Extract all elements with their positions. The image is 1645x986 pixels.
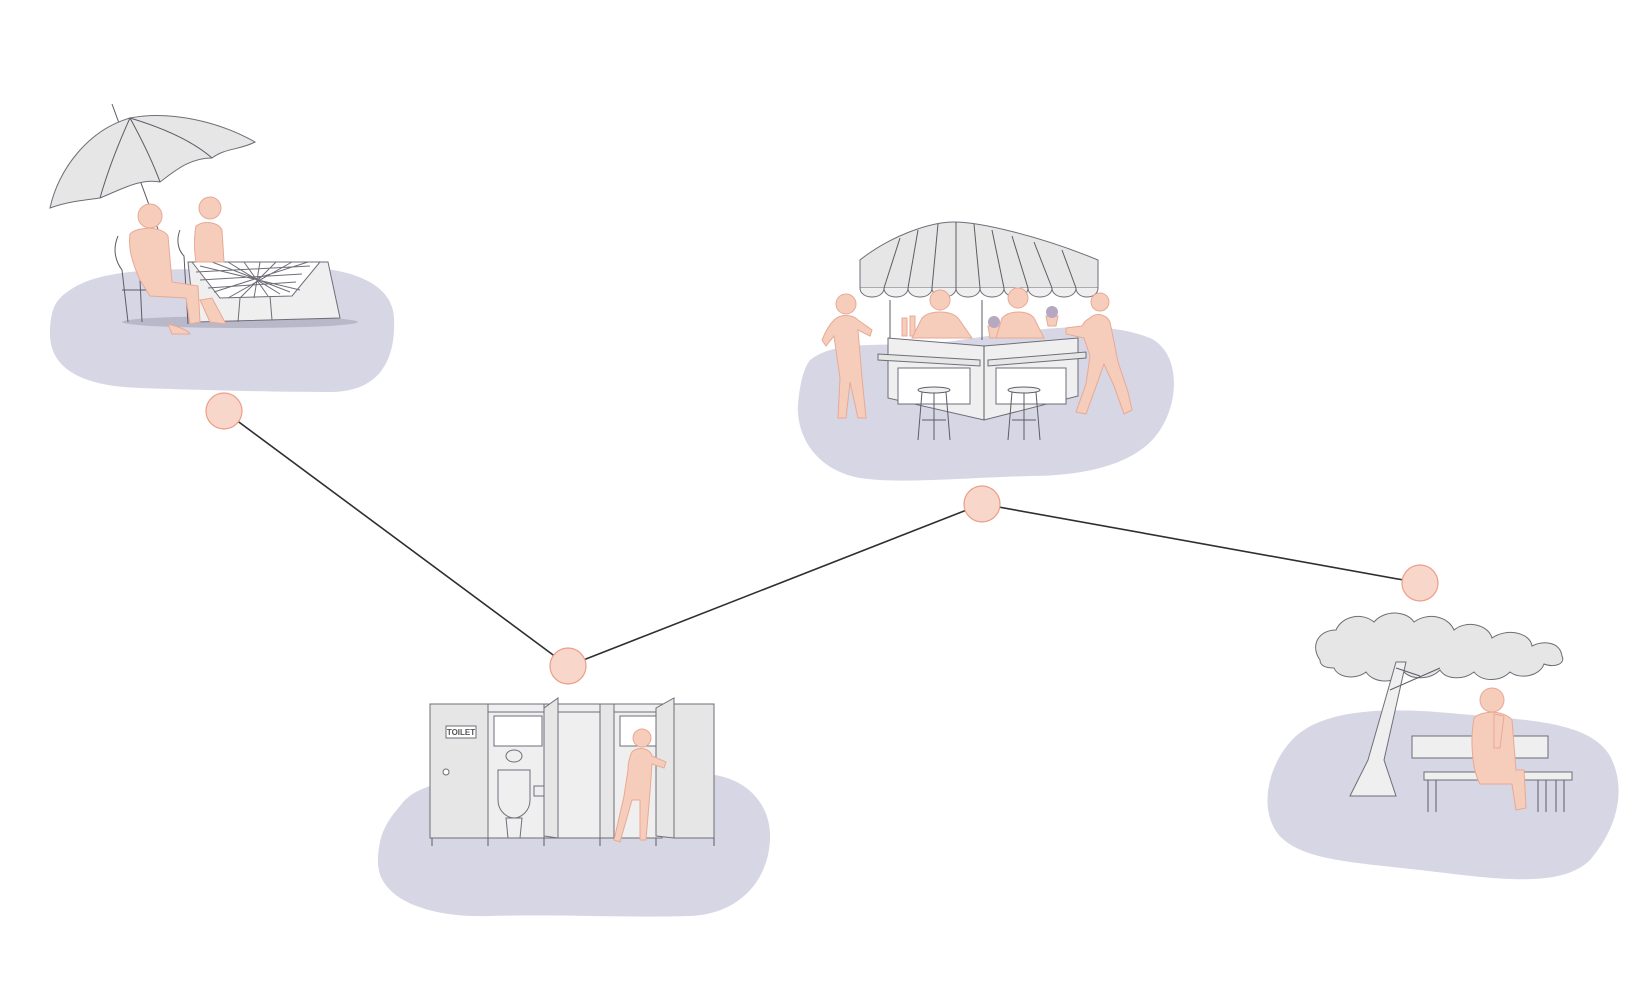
scene-toilet: TOILET [378, 698, 770, 917]
scene-umbrella-cafe [50, 104, 394, 392]
scene-food-kiosk [798, 222, 1174, 481]
scene-park-bench [1268, 613, 1619, 879]
path-edge-1 [224, 411, 568, 666]
node-toilet[interactable] [550, 648, 586, 684]
path-edge-3 [982, 504, 1420, 583]
toilet-stalls-scene-icon: TOILET [430, 698, 714, 846]
node-food-kiosk[interactable] [964, 486, 1000, 522]
node-park-bench[interactable] [1402, 565, 1438, 601]
toilet-sign-label: TOILET [447, 728, 475, 737]
path-edge-2 [568, 504, 982, 666]
node-umbrella-cafe[interactable] [206, 393, 242, 429]
